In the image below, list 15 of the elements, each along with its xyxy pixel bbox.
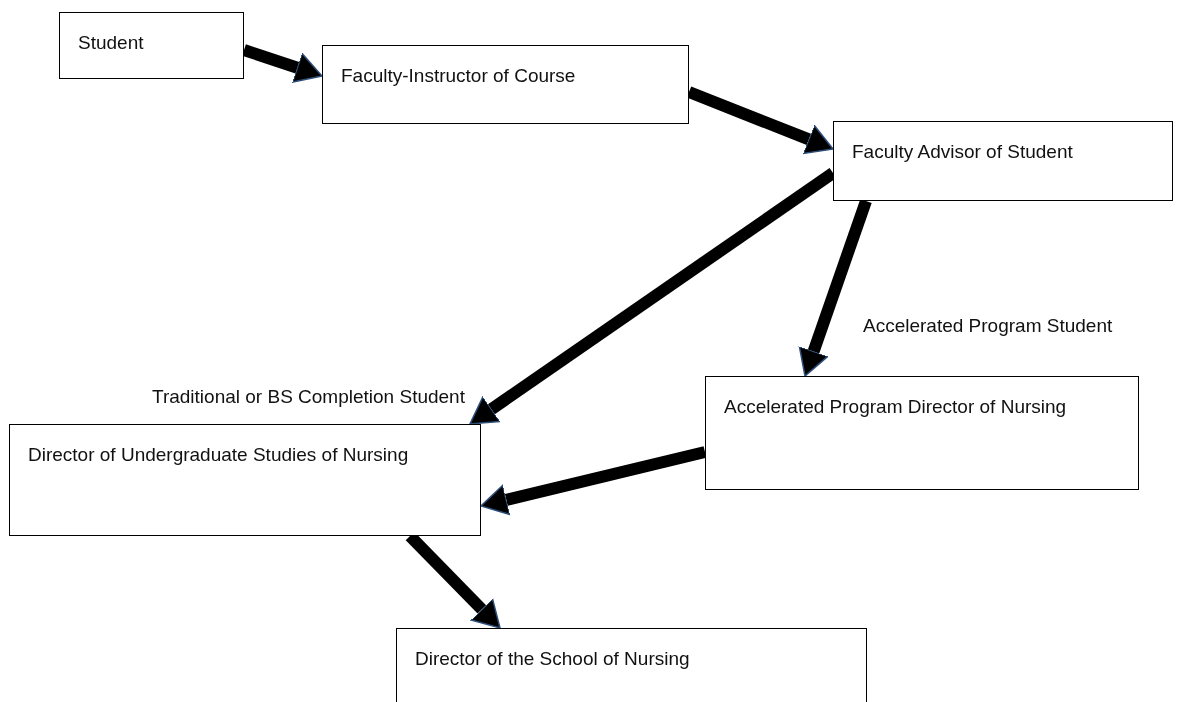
arrow [798, 199, 872, 377]
box-label: Faculty-Instructor of Course [341, 64, 577, 88]
process-box [9, 424, 481, 536]
box-label: Student [78, 31, 145, 55]
box-label: Accelerated Program Director of Nursing [724, 395, 1068, 419]
process-box [59, 12, 244, 79]
box-label: Director of Undergraduate Studies of Nursing [28, 443, 410, 467]
process-box [833, 121, 1173, 201]
process-box [322, 45, 689, 124]
box-label: Faculty Advisor of Student [852, 140, 1074, 164]
arrow [480, 446, 707, 516]
process-box [396, 628, 867, 702]
box-label: Director of the School of Nursing [415, 647, 691, 671]
arrow [242, 44, 323, 83]
process-box [705, 376, 1139, 490]
